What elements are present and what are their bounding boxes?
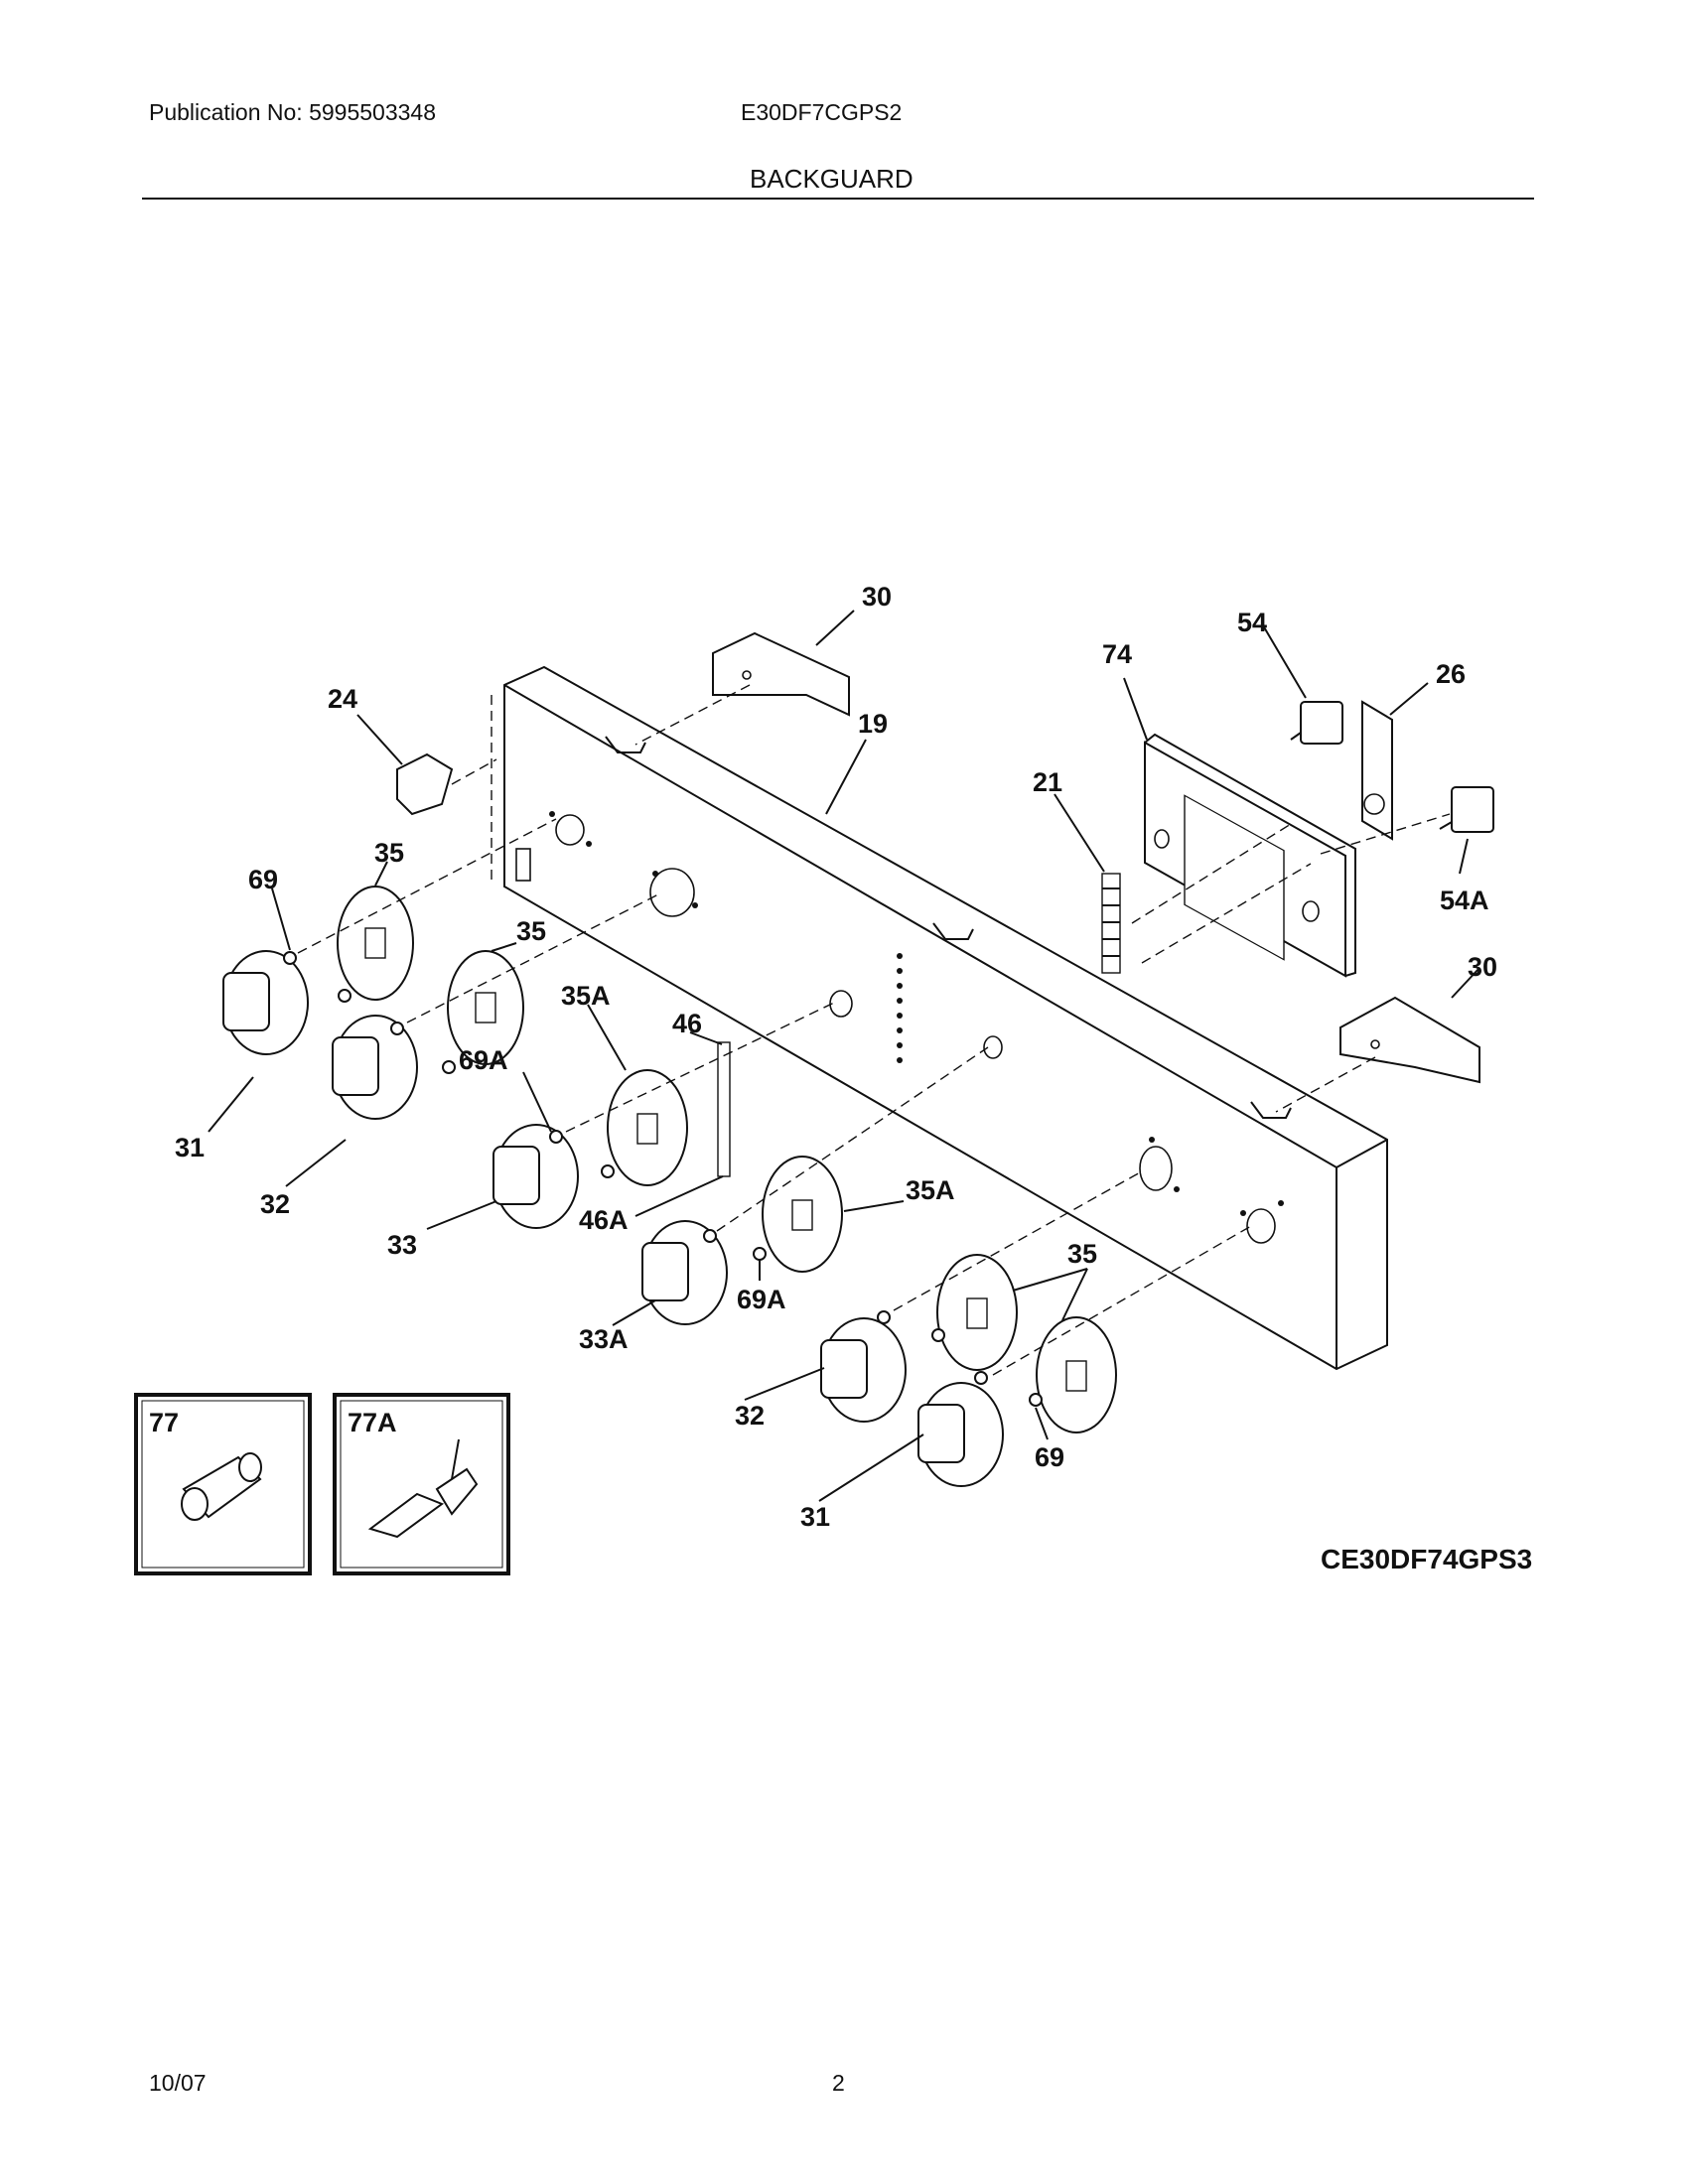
- label-54: 54: [1237, 608, 1267, 637]
- inset-77: 77: [134, 1393, 312, 1575]
- assembly-lines: [297, 684, 1451, 1376]
- label-30-top: 30: [862, 582, 892, 612]
- bezel-35-left-a: [337, 886, 414, 1001]
- knob-32-left: [332, 1015, 418, 1120]
- label-69a-left: 69A: [459, 1045, 508, 1075]
- bracket-30-top: [712, 631, 850, 717]
- label-35a-right: 35A: [906, 1175, 955, 1205]
- bezel-35-left-b: [447, 950, 524, 1065]
- label-21: 21: [1033, 767, 1062, 797]
- label-74: 74: [1102, 639, 1132, 669]
- label-31-left: 31: [175, 1133, 205, 1162]
- label-35-left-a: 35: [374, 838, 404, 868]
- knob-31-right: [917, 1382, 1004, 1487]
- inset-77-label: 77: [149, 1408, 179, 1437]
- label-46: 46: [672, 1009, 702, 1038]
- leader-lines: [208, 610, 1480, 1502]
- label-24: 24: [328, 684, 357, 714]
- control-module-bracket: [1144, 733, 1356, 978]
- section-title: BACKGUARD: [750, 164, 914, 194]
- label-69-left: 69: [248, 865, 278, 894]
- label-33: 33: [387, 1230, 417, 1260]
- footer-date: 10/07: [149, 2070, 207, 2096]
- backguard-panel: [503, 665, 1388, 1371]
- label-46a: 46A: [579, 1205, 629, 1235]
- bracket-26: [1361, 700, 1393, 841]
- diagram-code: CE30DF74GPS3: [1321, 1544, 1532, 1574]
- label-32-right: 32: [735, 1401, 765, 1431]
- label-26: 26: [1436, 659, 1466, 689]
- label-35-right: 35: [1067, 1239, 1097, 1269]
- bracket-30-right: [1339, 996, 1480, 1084]
- switch-54: [1290, 701, 1343, 745]
- knob-31-left: [222, 950, 309, 1055]
- model-number: E30DF7CGPS2: [741, 99, 903, 125]
- label-69-right: 69: [1035, 1442, 1064, 1472]
- label-35a-top: 35A: [561, 981, 611, 1011]
- label-33a: 33A: [579, 1324, 629, 1354]
- label-19: 19: [858, 709, 888, 739]
- inset-77a-label: 77A: [348, 1408, 397, 1437]
- rocker-switch-24: [396, 752, 454, 816]
- bezel-35a-middle-b: [762, 1156, 843, 1273]
- terminal-block: [1101, 873, 1121, 974]
- bezel-35a-middle-a: [607, 1069, 688, 1186]
- publication-number: Publication No: 5995503348: [149, 99, 437, 125]
- switch-54a: [1439, 786, 1494, 833]
- inset-77a: 77A: [333, 1393, 510, 1575]
- label-31-right: 31: [800, 1502, 830, 1532]
- label-69a-right: 69A: [737, 1285, 786, 1314]
- label-54a: 54A: [1440, 886, 1489, 915]
- igniter-strip-46: [717, 1041, 731, 1177]
- screws: [283, 951, 1043, 1407]
- knob-33: [492, 1124, 579, 1229]
- header-rule: [142, 198, 1534, 200]
- footer-page-number: 2: [832, 2070, 845, 2096]
- label-30-right: 30: [1468, 952, 1497, 982]
- callout-labels: 30 30 24 19 74 54 26 21 54A 69 35 35 35A…: [175, 582, 1497, 1532]
- label-35-left-b: 35: [516, 916, 546, 946]
- label-32-left: 32: [260, 1189, 290, 1219]
- bezel-35-right-b: [1036, 1316, 1117, 1433]
- bezel-35-right-a: [936, 1254, 1018, 1371]
- knob-32-right: [820, 1317, 907, 1423]
- knob-33a: [641, 1220, 728, 1325]
